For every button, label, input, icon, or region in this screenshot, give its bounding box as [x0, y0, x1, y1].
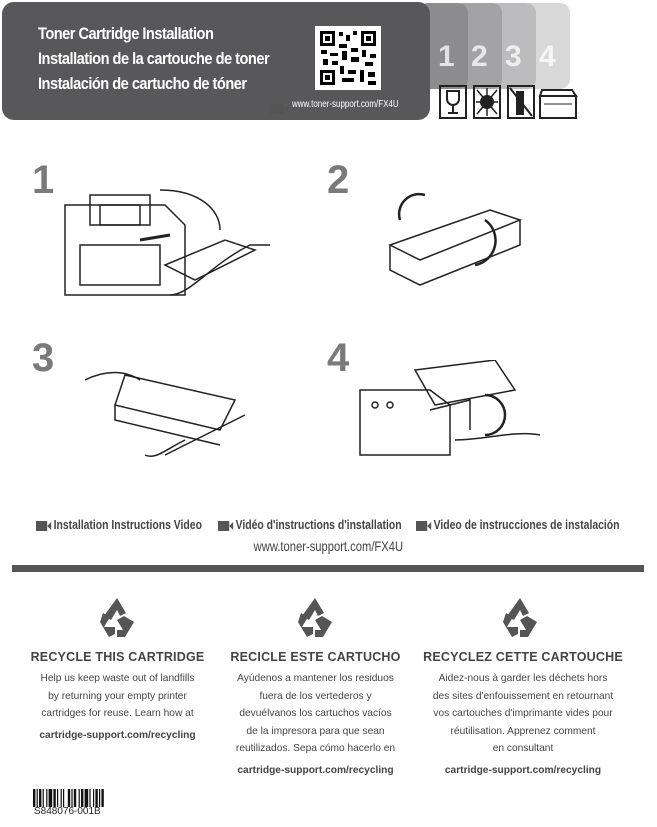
step-number: 4	[327, 336, 350, 380]
recycle-icon	[503, 598, 537, 637]
recycle-link[interactable]: cartridge-support.com/recycling	[237, 764, 394, 776]
recycle-text: Help us keep waste out of landfills	[40, 673, 195, 684]
header-url[interactable]: www.toner-support.com/FX4U	[292, 99, 399, 110]
fragile-icon	[439, 85, 467, 119]
barcode-bar	[67, 789, 71, 807]
barcode	[33, 789, 104, 807]
recycle-text: vos cartouches d'imprimante vides pour	[433, 708, 613, 719]
barcode-bar	[48, 789, 53, 807]
recycle-text: Aidez-nous à garder les déchets hors	[438, 673, 608, 684]
barcode-bar	[36, 789, 38, 807]
recycle-text: reutilizados. Sepa cómo hacerlo en	[235, 743, 396, 754]
tab-number: 1	[438, 40, 455, 73]
video-label: Installation Instructions Video	[53, 517, 202, 532]
recycle-heading: RECYCLEZ CETTE CARTOUCHE	[423, 650, 623, 664]
barcode-bar	[101, 789, 104, 807]
barcode-bar	[95, 789, 98, 807]
tab-number: 2	[471, 40, 488, 73]
step-number: 1	[32, 158, 55, 202]
barcode-bar	[39, 789, 42, 807]
video-link-es[interactable]: Video de instrucciones de instalación	[416, 517, 620, 532]
barcode-bar	[78, 789, 80, 807]
cartridge-icon	[538, 89, 578, 119]
recycle-link[interactable]: cartridge-support.com/recycling	[444, 764, 602, 776]
recycle-text: fuera de los vertederos y	[259, 690, 372, 702]
no-stand-upright-icon	[507, 85, 535, 119]
tab-number: 4	[539, 40, 556, 73]
barcode-bar	[46, 789, 48, 807]
title-fr: Installation de la cartouche de toner	[38, 49, 270, 68]
barcode-bar	[60, 789, 62, 807]
video-url[interactable]: www.toner-support.com/FX4U	[0, 538, 657, 554]
recycle-text: cartridges for reuse. Learn how at	[41, 708, 194, 719]
step-number: 2	[327, 158, 350, 202]
barcode-bar	[63, 789, 65, 807]
barcode-bar	[53, 789, 56, 807]
title-es: Instalación de cartucho de tóner	[38, 74, 247, 93]
recycle-text: en consultant	[492, 743, 554, 754]
recycle-icon	[298, 598, 332, 637]
video-link-en[interactable]: Installation Instructions Video	[36, 517, 202, 532]
header-panel: Toner Cartridge Installation Installatio…	[2, 2, 430, 120]
video-camera-icon	[416, 520, 432, 531]
step1-illustration	[64, 189, 270, 296]
recycle-link[interactable]: cartridge-support.com/recycling	[39, 729, 196, 741]
recycle-column-en: RECYCLE THIS CARTRIDGE Help us keep wast…	[15, 650, 220, 744]
recycle-text: devuélvanos los cartuchos vacíos	[239, 708, 392, 719]
title-en: Toner Cartridge Installation	[38, 24, 214, 43]
barcode-bar	[99, 789, 101, 807]
recycle-text: réutilisation. Apprenez comment	[450, 725, 596, 737]
divider-bar	[12, 565, 644, 572]
tab-number: 3	[505, 40, 522, 73]
barcode-bar	[89, 789, 91, 807]
barcode-number: S848076-001B	[34, 806, 101, 817]
barcode-bar	[42, 789, 44, 807]
no-light-icon	[473, 85, 501, 119]
recycle-heading: RECYCLE THIS CARTRIDGE	[30, 650, 205, 664]
recycle-icon	[100, 598, 134, 637]
video-camera-icon	[36, 520, 52, 531]
video-label: Video de instrucciones de instalación	[433, 517, 620, 532]
barcode-bar	[33, 789, 36, 807]
recycle-heading: RECICLE ESTE CARTUCHO	[230, 650, 401, 664]
video-link-fr[interactable]: Vidéo d'instructions d'installation	[218, 517, 402, 532]
recycle-text: by returning your empty printer	[48, 690, 187, 702]
video-camera-icon	[218, 520, 234, 531]
step-number: 3	[32, 336, 55, 380]
warning-icons	[439, 85, 578, 119]
barcode-bar	[57, 789, 59, 807]
video-camera-icon	[270, 103, 289, 114]
video-label: Vidéo d'instructions d'installation	[235, 517, 402, 532]
recycle-text: des sites d'enfouissement en retournant	[432, 690, 614, 702]
step3-illustration	[85, 371, 246, 457]
barcode-bar	[84, 789, 89, 807]
barcode-bar	[73, 789, 77, 807]
barcode-bar	[93, 789, 95, 807]
step4-illustration	[359, 360, 541, 456]
qr-code-icon[interactable]	[315, 26, 381, 90]
recycle-text: de la impresora para que sean	[246, 725, 385, 737]
recycle-column-es: RECICLE ESTE CARTUCHO Ayúdenos a mantene…	[213, 650, 418, 779]
recycle-column-fr: RECYCLEZ CETTE CARTOUCHE Aidez-nous à ga…	[418, 650, 628, 779]
barcode-bar	[71, 789, 73, 807]
barcode-bar	[81, 789, 84, 807]
step2-illustration	[388, 192, 523, 286]
recycle-text: Ayúdenos a mantener los residuos	[237, 673, 394, 684]
video-url-text[interactable]: www.toner-support.com/FX4U	[253, 538, 404, 554]
